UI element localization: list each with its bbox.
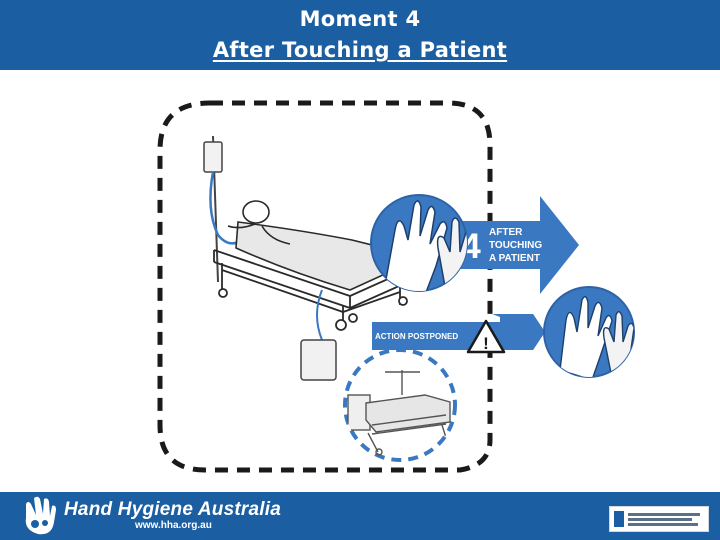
hand-rub-small-icon — [543, 286, 635, 378]
partner-logo — [609, 506, 709, 532]
slide-footer — [0, 492, 720, 540]
handprint-icon — [25, 496, 56, 535]
iv-drip-icon — [203, 135, 246, 283]
partner-logo-graphic — [614, 511, 700, 527]
patient-zone-boundary — [157, 100, 493, 473]
slide-subtitle: After Touching a Patient — [212, 38, 508, 62]
brand-name: Hand Hygiene Australia — [64, 499, 281, 520]
postponed-label: ACTION POSTPONED — [375, 332, 458, 341]
warning-triangle-icon: ! — [466, 319, 506, 354]
postponed-bed-scene — [343, 348, 457, 462]
arrow-text-line-3: A PATIENT — [489, 253, 540, 264]
catheter-bag-icon — [300, 289, 337, 381]
slide-title: Moment 4 — [299, 7, 421, 31]
arrow-text-line-2: TOUCHING — [489, 240, 542, 251]
brand-url[interactable]: www.hha.org.au — [135, 520, 212, 531]
arrow-text-line-1: AFTER — [489, 227, 523, 238]
slide-header: Moment 4 After Touching a Patient — [0, 0, 720, 70]
patient-icon — [227, 200, 401, 291]
action-postponed-arrow: ACTION POSTPONED — [372, 314, 545, 350]
warning-symbol: ! — [483, 334, 489, 353]
